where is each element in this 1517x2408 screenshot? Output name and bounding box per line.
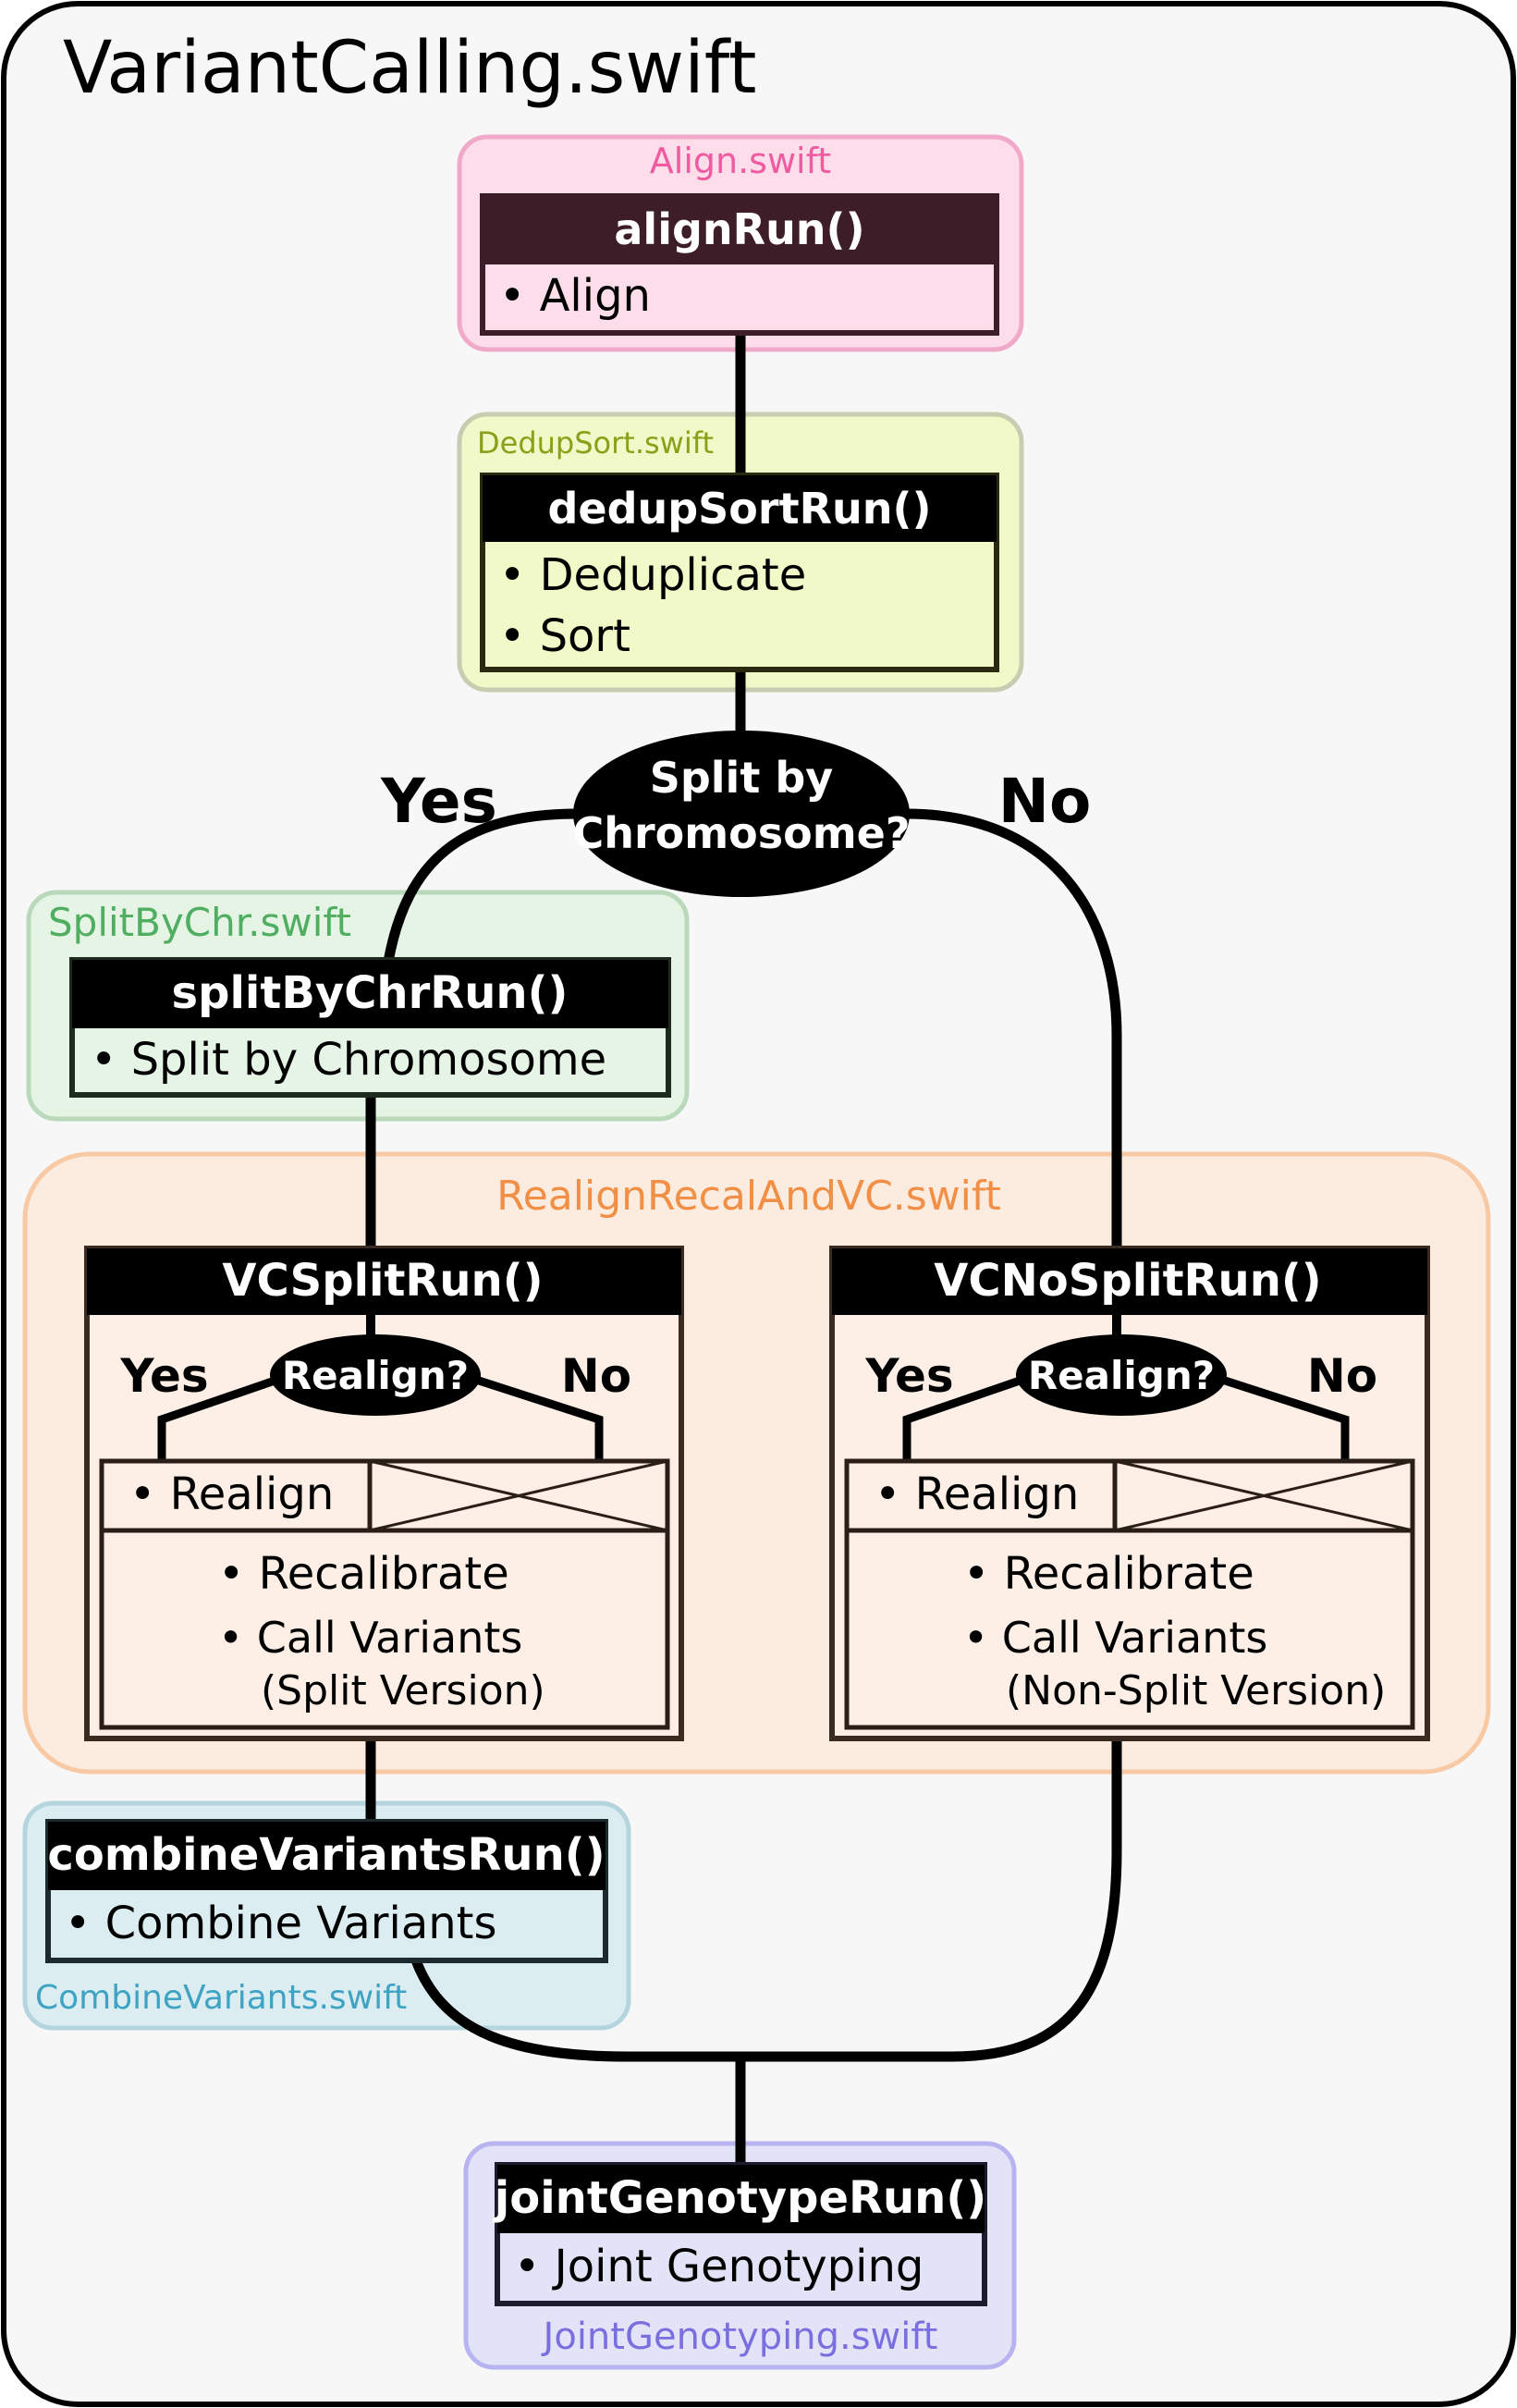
joint-file-label: JointGenotyping.swift	[541, 2316, 938, 2358]
combine-item: • Combine Variants	[65, 1898, 496, 1949]
dedup-item-sort: • Sort	[499, 610, 630, 662]
vc-nosplit-version: (Non-Split Version)	[1006, 1667, 1386, 1714]
vc-split-no-label: No	[561, 1349, 631, 1403]
vc-split-yes-label: Yes	[119, 1349, 208, 1403]
vc-split-call-variants: • Call Variants	[218, 1613, 522, 1663]
joint-item: • Joint Genotyping	[514, 2241, 924, 2292]
vc-nosplit-inner-box	[844, 1458, 1415, 1730]
align-run-func: alignRun()	[614, 204, 864, 254]
connector-yes-branch	[383, 808, 579, 963]
vc-split-header	[87, 1248, 681, 1315]
dedup-file-label: DedupSort.swift	[477, 425, 714, 461]
realign-file-label: RealignRecalAndVC.swift	[496, 1173, 1001, 1220]
vc-split-skip-cross-b	[369, 1459, 668, 1532]
vc-split-realign-item: • Realign	[129, 1468, 334, 1520]
vc-split-version: (Split Version)	[261, 1667, 545, 1714]
joint-run-header	[497, 2165, 985, 2233]
vc-nosplit-realign-question: Realign?	[1028, 1353, 1215, 1398]
vc-split-inner-box	[99, 1458, 670, 1730]
vc-nosplit-no-branch	[1220, 1375, 1350, 1461]
vc-nosplit-header	[832, 1248, 1427, 1315]
align-item-align: • Align	[499, 270, 651, 322]
vc-split-func: VCSplitRun()	[222, 1255, 543, 1307]
dedup-item-deduplicate: • Deduplicate	[499, 549, 806, 601]
vc-nosplit-recalibrate: • Recalibrate	[963, 1548, 1254, 1600]
vc-nosplit-yes-label: Yes	[864, 1349, 953, 1403]
dedup-run-header	[483, 475, 997, 542]
vc-nosplit-func: VCNoSplitRun()	[934, 1255, 1321, 1307]
split-run-header	[72, 960, 668, 1028]
combine-run-func: combineVariantsRun()	[47, 1829, 605, 1881]
diagram-title: VariantCalling.swift	[63, 27, 756, 110]
vc-nosplit-call-variants: • Call Variants	[963, 1613, 1267, 1663]
align-file-label: Align.swift	[650, 141, 831, 181]
combine-run-header	[48, 1822, 606, 1890]
vc-split-realign-question: Realign?	[282, 1353, 469, 1398]
joint-run-func: jointGenotypeRun()	[493, 2172, 986, 2224]
combine-file-label: CombineVariants.swift	[35, 1979, 407, 2017]
vc-nosplit-realign-item: • Realign	[875, 1468, 1079, 1520]
vc-split-yes-branch	[157, 1375, 279, 1461]
connector-merge	[410, 1849, 1122, 2062]
align-run-header	[483, 196, 997, 264]
split-file-label: SplitByChr.swift	[48, 900, 351, 945]
split-run-func: splitByChrRun()	[172, 967, 569, 1019]
flow-connectors	[365, 333, 1122, 2164]
vc-split-run: VCSplitRun() Realign? Yes No • Realign •…	[84, 1246, 684, 1741]
decision-yes-label: Yes	[380, 766, 497, 837]
vc-nosplit-yes-branch	[902, 1375, 1024, 1461]
split-decision-line1: Split by	[650, 753, 834, 803]
vc-nosplit-skip-cross-b	[1114, 1459, 1413, 1532]
split-item-split: • Split by Chromosome	[91, 1034, 606, 1086]
vc-nosplit-run: VCNoSplitRun() Realign? Yes No • Realign…	[829, 1246, 1430, 1741]
decision-no-label: No	[998, 766, 1092, 837]
vc-nosplit-realign-node	[1016, 1334, 1227, 1416]
vc-nosplit-no-label: No	[1307, 1349, 1377, 1403]
dedup-run-func: dedupSortRun()	[547, 484, 931, 534]
vc-split-realign-node	[270, 1334, 481, 1416]
split-decision-line2: Chromosome?	[572, 808, 910, 858]
split-decision-node	[573, 731, 910, 897]
connector-no-branch	[905, 808, 1122, 1248]
vc-split-no-branch	[474, 1375, 604, 1461]
vc-split-recalibrate: • Recalibrate	[218, 1548, 509, 1600]
